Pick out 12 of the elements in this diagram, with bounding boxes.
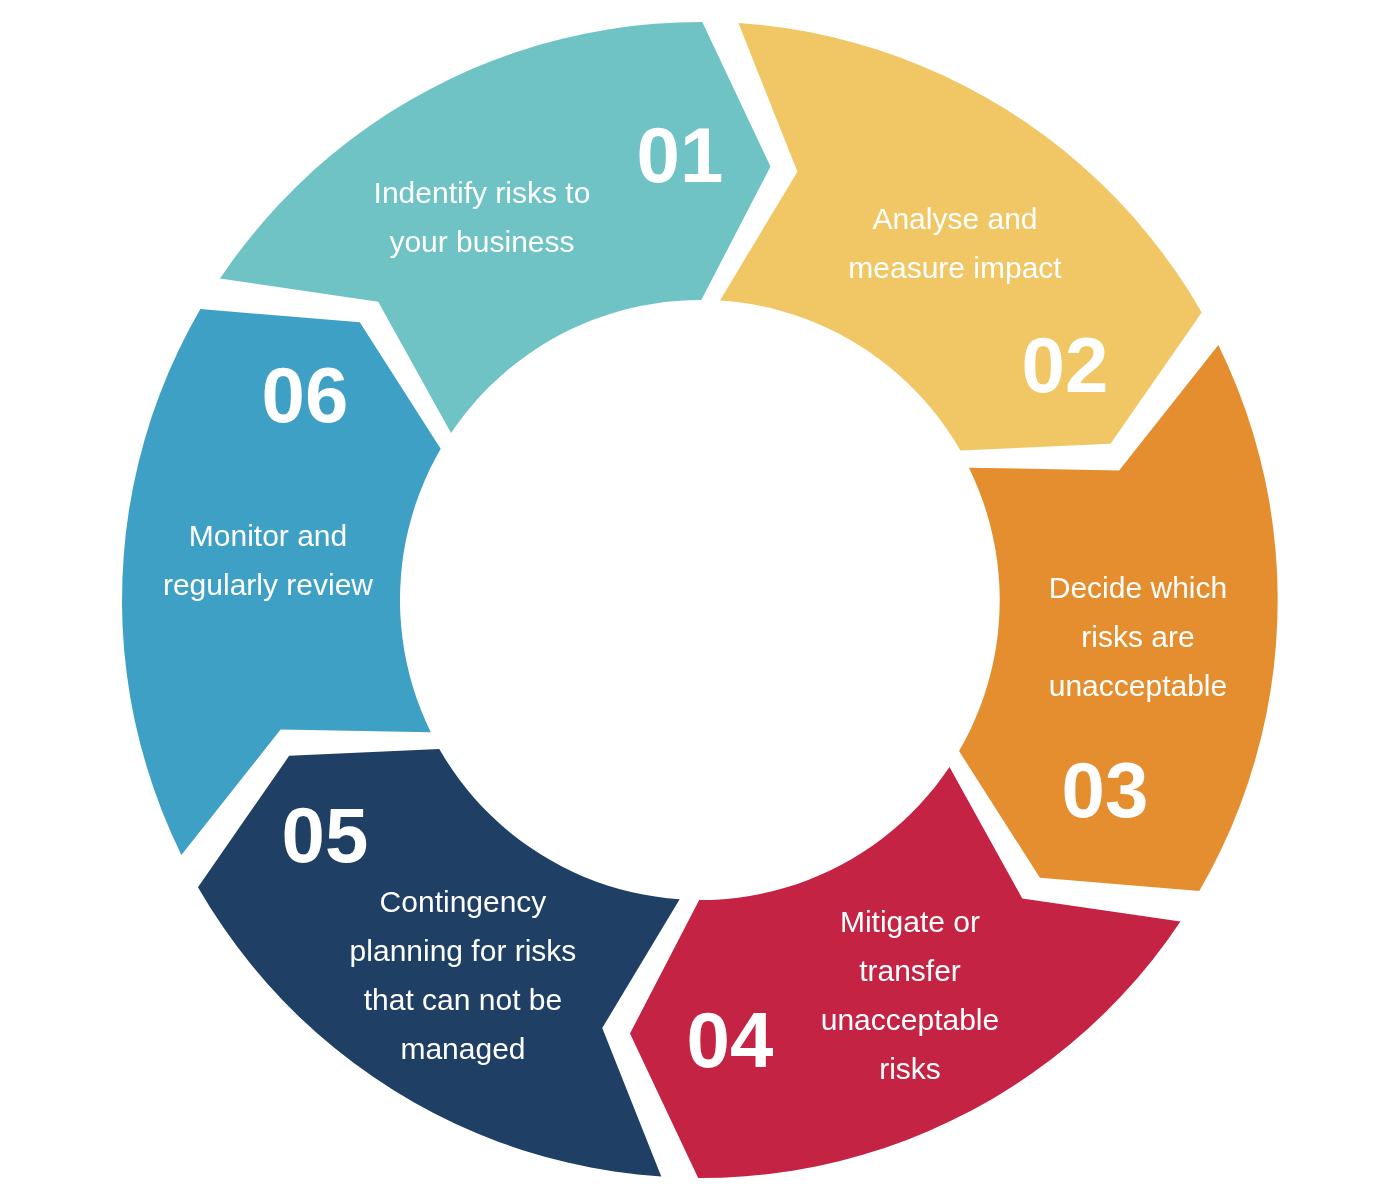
step-number: 06: [261, 356, 349, 434]
step-number: 04: [686, 1001, 774, 1079]
step-number: 05: [281, 796, 369, 874]
step-number: 01: [636, 116, 724, 194]
step-description: Monitor and regularly review: [161, 518, 374, 603]
step-description: Analyse and measure impact: [847, 201, 1063, 286]
step-number: 03: [1061, 751, 1149, 829]
step-description: Decide which risks are unacceptable: [1047, 569, 1229, 704]
step-number: 02: [1021, 326, 1109, 404]
step-description: Contingency planning for risks that can not be managed: [348, 884, 578, 1067]
step-description: Mitigate or transfer unacceptable risks: [819, 904, 1001, 1087]
step-description: Indentify risks to your business: [372, 175, 592, 260]
